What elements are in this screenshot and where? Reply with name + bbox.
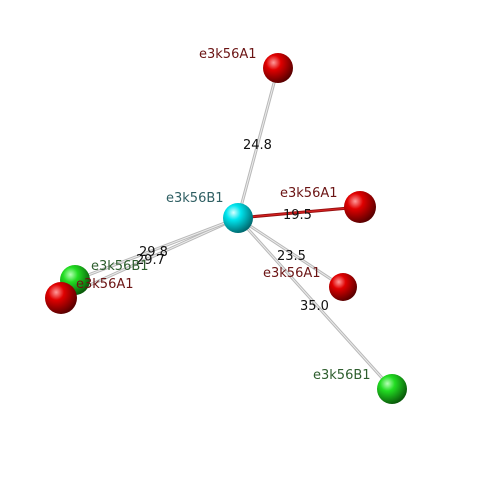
bond-center-a1 bbox=[236, 67, 280, 219]
atom-a3-red[interactable] bbox=[329, 273, 357, 301]
atom-center-cyan[interactable] bbox=[223, 203, 253, 233]
distance-labels: 24.8 19.5 23.5 29.8 29.7 35.0 bbox=[136, 138, 329, 314]
atom-label-a3: e3k56A1 bbox=[263, 266, 321, 281]
atom-label-b1: e3k56B1 bbox=[91, 259, 149, 274]
distance-label-a2: 19.5 bbox=[283, 208, 312, 223]
distance-label-b1: 29.8 bbox=[139, 245, 168, 260]
atom-a2-red[interactable] bbox=[344, 191, 376, 223]
atom-label-a4: e3k56A1 bbox=[76, 277, 134, 292]
distance-label-b2: 35.0 bbox=[300, 299, 329, 314]
bond-center-a3 bbox=[237, 216, 344, 289]
atom-label-center: e3k56B1 bbox=[166, 191, 224, 206]
atoms bbox=[45, 53, 407, 404]
atom-a4-red[interactable] bbox=[45, 282, 77, 314]
bond-center-b1 bbox=[74, 216, 239, 282]
distance-label-a1: 24.8 bbox=[243, 138, 272, 153]
atom-a1-red[interactable] bbox=[263, 53, 293, 83]
atom-labels: e3k56B1 e3k56A1 e3k56A1 e3k56A1 e3k56B1 … bbox=[76, 47, 371, 383]
bond-center-a2 bbox=[237, 205, 361, 220]
atom-label-a2: e3k56A1 bbox=[280, 186, 338, 201]
bond-center-a4 bbox=[60, 216, 239, 300]
atom-b2-green[interactable] bbox=[377, 374, 407, 404]
bonds bbox=[60, 67, 394, 391]
atom-label-a1: e3k56A1 bbox=[199, 47, 257, 62]
distance-label-a4: 29.7 bbox=[136, 253, 165, 268]
bond-center-b2 bbox=[236, 216, 394, 391]
atom-label-b2: e3k56B1 bbox=[313, 368, 371, 383]
distance-label-a3: 23.5 bbox=[277, 249, 306, 264]
